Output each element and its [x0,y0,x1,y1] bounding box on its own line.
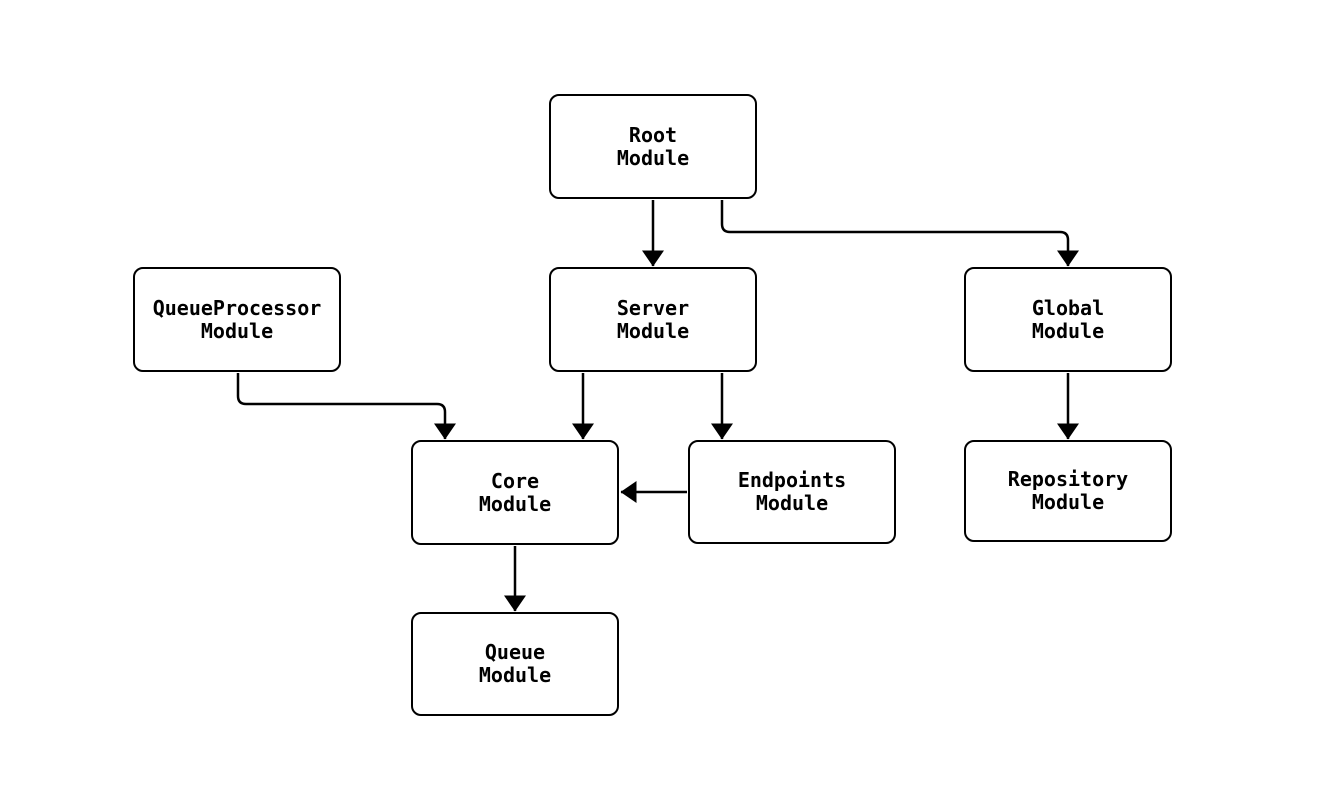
edge-root-module-to-global-module [720,200,1079,267]
node-queueprocessor-module: QueueProcessor Module [133,267,341,372]
node-server-module: Server Module [549,267,757,372]
node-label: Core Module [478,468,552,516]
edge-queueprocessor-module-to-core-module [236,373,456,440]
node-label: Queue Module [478,640,552,687]
node-endpoints-module: Endpoints Module [688,440,896,544]
node-label: Global Module [1031,295,1105,343]
node-label: Repository Module [1007,467,1129,514]
node-global-module: Global Module [964,267,1172,372]
node-queue-module: Queue Module [411,612,619,716]
node-repository-module: Repository Module [964,440,1172,542]
node-label: Root Module [616,122,690,170]
node-root-module: Root Module [549,94,757,199]
node-label: Server Module [616,295,690,343]
node-core-module: Core Module [411,440,619,545]
node-label: QueueProcessor Module [152,295,322,343]
node-label: Endpoints Module [737,468,847,515]
